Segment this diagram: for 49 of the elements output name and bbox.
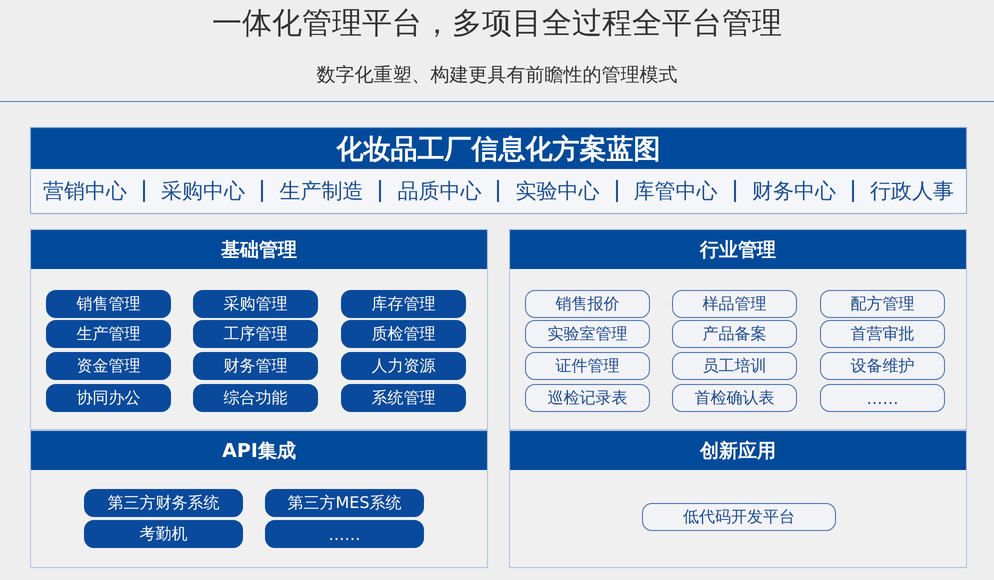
module-item: 库存管理 [341, 290, 466, 318]
module-item: 实验室管理 [525, 320, 650, 348]
module-item: 财务管理 [193, 352, 318, 380]
module-item: 质检管理 [341, 320, 466, 348]
module-item: 第三方MES系统 [265, 489, 424, 517]
module-item: 配方管理 [820, 290, 945, 318]
department-name: 品质中心 [397, 178, 482, 205]
module-item: 工序管理 [193, 320, 318, 348]
page-subtitle: 数字化重塑、构建更具有前瞻性的管理模式 [316, 63, 678, 88]
module-item: 协同办公 [46, 384, 171, 412]
module-item: 低代码开发平台 [642, 503, 836, 531]
department-name: 财务中心 [752, 178, 836, 205]
module-item: …… [265, 520, 424, 548]
module-item: 系统管理 [341, 384, 466, 412]
module-item: 生产管理 [46, 320, 171, 348]
module-item: 证件管理 [525, 352, 650, 380]
module-item: 人力资源 [341, 352, 466, 380]
module-item: 销售管理 [46, 290, 171, 318]
module-item: 综合功能 [193, 384, 318, 412]
page-title: 一体化管理平台，多项目全过程全平台管理 [211, 5, 783, 43]
module-item: 样品管理 [672, 290, 797, 318]
department-name: 库管中心 [634, 178, 718, 205]
section-panel [30, 229, 488, 430]
section-panel [30, 430, 488, 568]
section-header: 创新应用 [510, 431, 966, 470]
department-name: 营销中心 [43, 178, 127, 205]
module-item: 产品备案 [672, 320, 797, 348]
module-item: 巡检记录表 [525, 384, 650, 412]
section-header: 行业管理 [510, 230, 966, 269]
module-item: 设备维护 [820, 352, 945, 380]
blueprint-title: 化妆品工厂信息化方案蓝图 [31, 128, 966, 169]
module-item: 第三方财务系统 [84, 489, 243, 517]
module-item: 销售报价 [525, 290, 650, 318]
module-item: 采购管理 [193, 290, 318, 318]
department-name: 实验中心 [516, 178, 600, 205]
section-header: 基础管理 [31, 230, 487, 269]
module-item: 首检确认表 [672, 384, 797, 412]
blueprint-panel [30, 127, 967, 214]
section-header: API集成 [31, 431, 487, 470]
department-name: 行政人事 [870, 178, 954, 205]
module-item: 考勤机 [84, 520, 243, 548]
department-name: 生产制造 [279, 178, 364, 205]
module-item: 资金管理 [46, 352, 171, 380]
department-name: 采购中心 [161, 178, 246, 205]
section-panel [509, 430, 967, 568]
module-item: 员工培训 [672, 352, 797, 380]
module-item: …… [820, 384, 945, 412]
module-item: 首营审批 [820, 320, 945, 348]
section-panel [509, 229, 967, 430]
